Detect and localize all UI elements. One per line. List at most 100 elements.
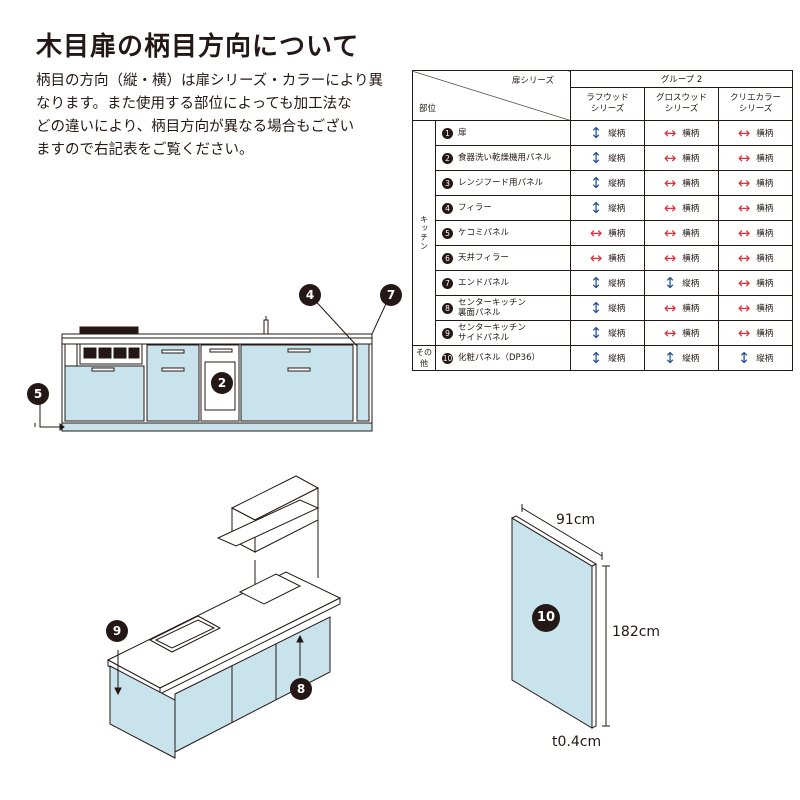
part-number-badge: 10 (442, 352, 453, 364)
part-label: 化粧パネル（DP36） (458, 353, 540, 363)
grain-label: 縦柄 (608, 154, 626, 164)
grain-label: 縦柄 (608, 179, 626, 189)
vertical-arrow-icon: ↕ (589, 298, 603, 317)
grain-cell: ↔ 横柄 (718, 245, 793, 271)
part-number-badge: 9 (442, 327, 453, 339)
horizontal-arrow-icon: ↔ (737, 323, 751, 342)
vertical-arrow-icon: ↕ (589, 123, 603, 142)
grain-cell: ↔ 横柄 (570, 220, 645, 246)
horizontal-arrow-icon: ↔ (663, 173, 677, 192)
grain-label: 横柄 (756, 229, 774, 239)
intro-line: なります。また使用する部位によっても加工法な (36, 96, 352, 112)
vertical-arrow-icon: ↕ (663, 273, 677, 292)
horizontal-arrow-icon: ↔ (737, 273, 751, 292)
table-row: 3 レンジフード用パネル ↕ 縦柄 ↔ 横柄 ↔ 横柄 (413, 170, 793, 196)
horizontal-arrow-icon: ↔ (663, 148, 677, 167)
intro-line: どの違いにより、柄目方向が異なる場合もござい (36, 119, 355, 135)
grain-cell: ↕ 縦柄 (644, 270, 719, 296)
horizontal-arrow-icon: ↔ (663, 323, 677, 342)
grain-label: 横柄 (682, 254, 700, 264)
marker-5: 5 (27, 383, 49, 405)
grain-cell: ↔ 横柄 (644, 320, 719, 346)
intro-text: 柄目の方向（縦・横）は扉シリーズ・カラーにより異 なります。また使用する部位によ… (36, 70, 396, 162)
part-number-badge: 2 (442, 152, 453, 164)
vertical-arrow-icon: ↕ (589, 173, 603, 192)
part-label: レンジフード用パネル (458, 178, 544, 188)
part-label: ケコミパネル (458, 228, 510, 238)
vertical-arrow-icon: ↕ (589, 148, 603, 167)
grain-label: 縦柄 (608, 129, 626, 139)
grain-label: 横柄 (682, 304, 700, 314)
vertical-arrow-icon: ↕ (589, 273, 603, 292)
grain-label: 横柄 (608, 229, 626, 239)
grain-cell: ↔横柄 (644, 295, 719, 321)
grain-label: 横柄 (756, 129, 774, 139)
horizontal-arrow-icon: ↔ (737, 298, 751, 317)
grain-label: 横柄 (682, 154, 700, 164)
horizontal-arrow-icon: ↔ (737, 248, 751, 267)
grain-cell: ↕縦柄 (718, 345, 793, 371)
grain-cell: ↔横柄 (718, 220, 793, 246)
part-label: 天井フィラー (458, 253, 509, 263)
grain-label: 横柄 (756, 179, 774, 189)
part-number-badge: 6 (442, 252, 453, 264)
grain-label: 縦柄 (608, 279, 626, 289)
horizontal-arrow-icon: ↔ (737, 148, 751, 167)
part-label: 扉 (458, 128, 467, 138)
horizontal-arrow-icon: ↔ (589, 223, 603, 242)
grain-cell: ↕縦柄 (570, 345, 645, 371)
horizontal-arrow-icon: ↔ (663, 198, 677, 217)
grain-cell: ↕ 縦柄 (570, 270, 645, 296)
marker-4: 4 (299, 284, 321, 306)
horizontal-arrow-icon: ↔ (737, 123, 751, 142)
panel-height-label: 182cm (612, 624, 661, 640)
part-label: センターキッチンサイドパネル (458, 323, 527, 343)
horizontal-arrow-icon: ↔ (737, 198, 751, 217)
grain-cell: ↔横柄 (718, 320, 793, 346)
intro-line: 柄目の方向（縦・横）は扉シリーズ・カラーにより異 (36, 73, 383, 89)
grain-cell: ↔ 横柄 (644, 170, 719, 196)
grain-label: 横柄 (682, 204, 700, 214)
grain-label: 横柄 (682, 329, 700, 339)
grain-cell: ↔ 横柄 (644, 245, 719, 271)
grain-cell: ↔ 横柄 (644, 145, 719, 171)
grain-label: 縦柄 (608, 304, 626, 314)
decorative-panel-drawing (510, 504, 610, 729)
part-number-badge: 4 (442, 202, 453, 214)
grain-cell: ↔横柄 (644, 220, 719, 246)
horizontal-arrow-icon: ↔ (663, 248, 677, 267)
horizontal-arrow-icon: ↔ (737, 173, 751, 192)
panel-width-label: 91cm (556, 512, 596, 528)
intro-line: ますので右記表をご覧ください。 (36, 142, 254, 158)
marker-10: 10 (532, 604, 560, 632)
grain-cell: ↔横柄 (644, 120, 719, 146)
grain-label: 縦柄 (682, 354, 700, 364)
marker-7: 7 (380, 284, 402, 306)
part-header: 部位 (419, 104, 437, 114)
part-label: フィラー (458, 203, 492, 213)
horizontal-arrow-icon: ↔ (663, 223, 677, 242)
group-header: グループ 2 (570, 69, 793, 89)
grain-cell: ↔ 横柄 (644, 195, 719, 221)
vertical-arrow-icon: ↕ (663, 348, 677, 367)
page-title: 木目扉の柄目方向について (36, 32, 360, 62)
panel-thickness-label: t0.4cm (552, 734, 602, 750)
part-number-badge: 3 (442, 177, 453, 189)
marker-8: 8 (290, 678, 312, 700)
grain-label: 横柄 (682, 179, 700, 189)
grain-label: 縦柄 (682, 279, 700, 289)
grain-label: 横柄 (756, 204, 774, 214)
grain-cell: ↔横柄 (718, 295, 793, 321)
kitchen-front-view (34, 294, 391, 432)
grain-label: 横柄 (756, 154, 774, 164)
grain-label: 横柄 (756, 254, 774, 264)
grain-label: 横柄 (756, 279, 774, 289)
grain-label: 横柄 (608, 254, 626, 264)
